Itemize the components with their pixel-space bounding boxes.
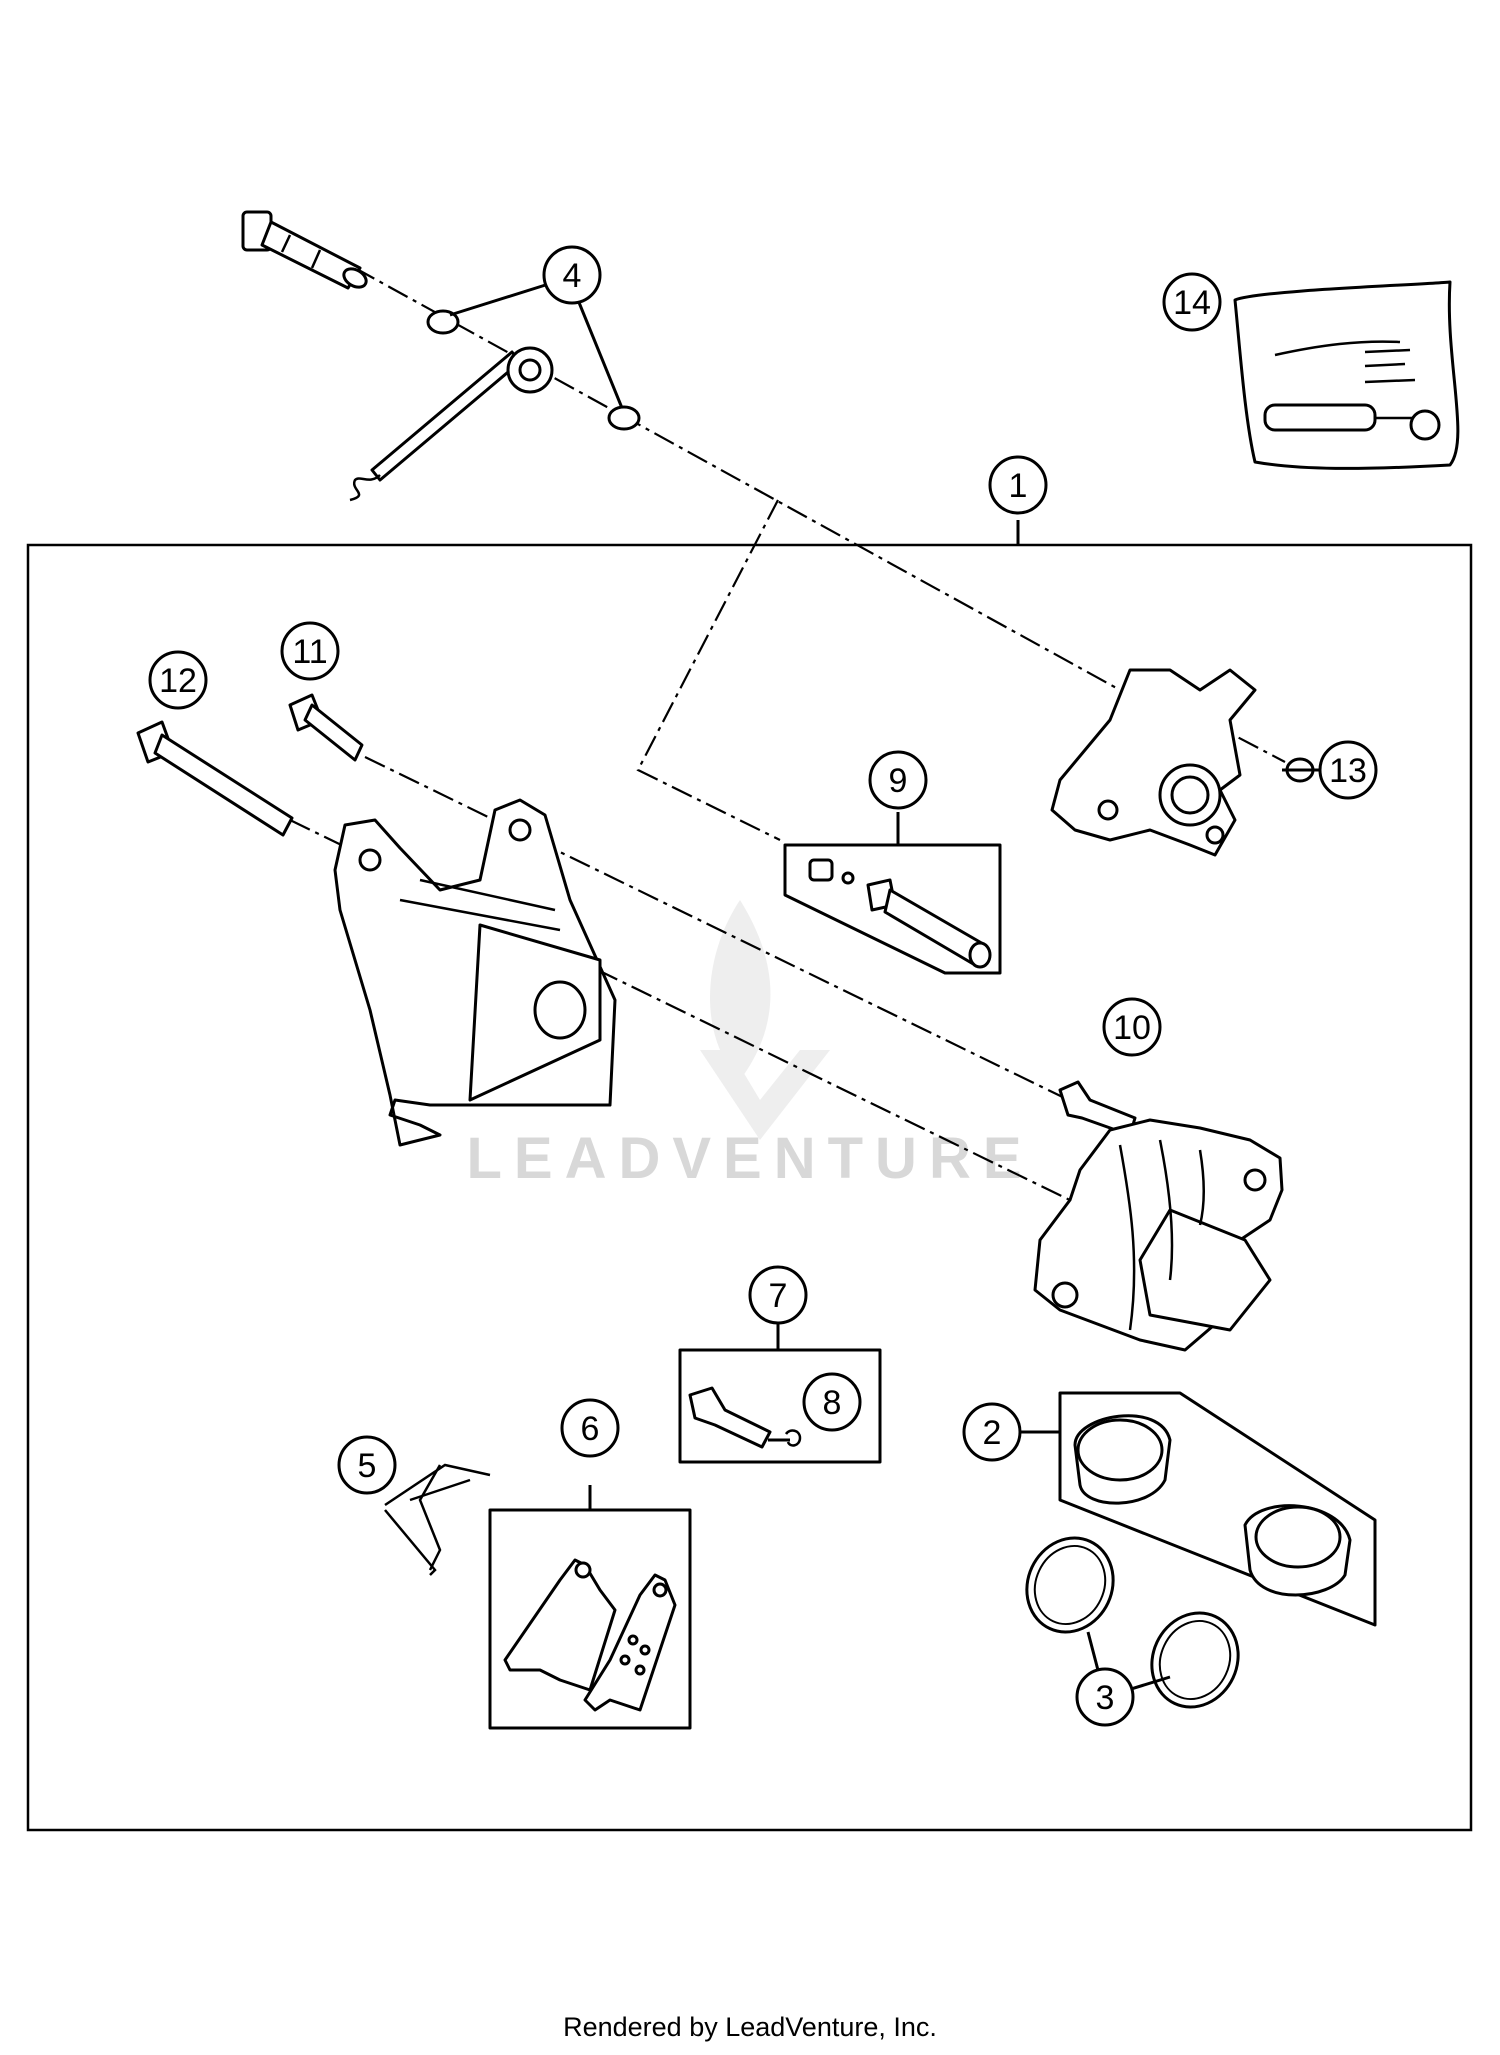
brake-pads: [488, 1508, 692, 1730]
svg-text:1: 1: [1009, 467, 1028, 505]
svg-text:2: 2: [983, 1414, 1002, 1452]
svg-text:9: 9: [889, 762, 908, 800]
leader-4b: [576, 299, 624, 409]
svg-text:3: 3: [1096, 1679, 1115, 1717]
callout-4[interactable]: 4: [542, 245, 602, 305]
svg-text:7: 7: [769, 1277, 788, 1315]
bolt-11: [288, 693, 364, 762]
callout-11[interactable]: 11: [280, 621, 340, 681]
svg-text:4: 4: [563, 257, 582, 295]
callout-13[interactable]: 13: [1318, 740, 1378, 800]
svg-text:13: 13: [1329, 752, 1367, 790]
callout-10[interactable]: 10: [1102, 997, 1162, 1057]
callout-12[interactable]: 12: [148, 650, 208, 710]
brake-caliper: [1033, 1118, 1284, 1352]
svg-text:12: 12: [159, 662, 197, 700]
callout-3[interactable]: 3: [1075, 1667, 1135, 1727]
banjo-bolt: [241, 210, 368, 290]
footer-credit: Rendered by LeadVenture, Inc.: [563, 2012, 937, 2042]
callout-8[interactable]: 8: [802, 1372, 862, 1432]
callout-2[interactable]: 2: [962, 1402, 1022, 1462]
piston-kit: [1058, 1391, 1377, 1627]
carrier-bracket: [333, 798, 617, 1147]
callout-7[interactable]: 7: [748, 1265, 808, 1325]
pad-spring: [384, 1463, 491, 1576]
washer-upper: [426, 309, 460, 335]
watermark-text: LEADVENTURE: [466, 1126, 1033, 1191]
svg-text:6: 6: [581, 1410, 600, 1448]
svg-text:5: 5: [358, 1447, 377, 1485]
washer-lower: [607, 405, 641, 431]
callout-1[interactable]: 1: [988, 455, 1048, 515]
leader-4a: [449, 280, 556, 317]
callout-5[interactable]: 5: [337, 1435, 397, 1495]
svg-text:11: 11: [292, 633, 327, 671]
brake-hose: [349, 346, 554, 502]
brake-fluid-package: [1233, 280, 1460, 470]
assembly-lines: [289, 267, 1286, 1206]
caliper-bracket: [1050, 668, 1257, 857]
assembly-frame: [26, 543, 1473, 1832]
piston-seals: [1025, 1536, 1240, 1709]
svg-text:8: 8: [823, 1384, 842, 1422]
bleeder-kit: [783, 843, 1002, 975]
callout-6[interactable]: 6: [560, 1398, 620, 1458]
callout-9[interactable]: 9: [868, 750, 928, 810]
svg-text:10: 10: [1113, 1009, 1151, 1047]
callout-14[interactable]: 14: [1162, 272, 1222, 332]
svg-text:14: 14: [1173, 284, 1211, 322]
bolt-12: [136, 720, 294, 837]
watermark-logo: [700, 900, 830, 1140]
